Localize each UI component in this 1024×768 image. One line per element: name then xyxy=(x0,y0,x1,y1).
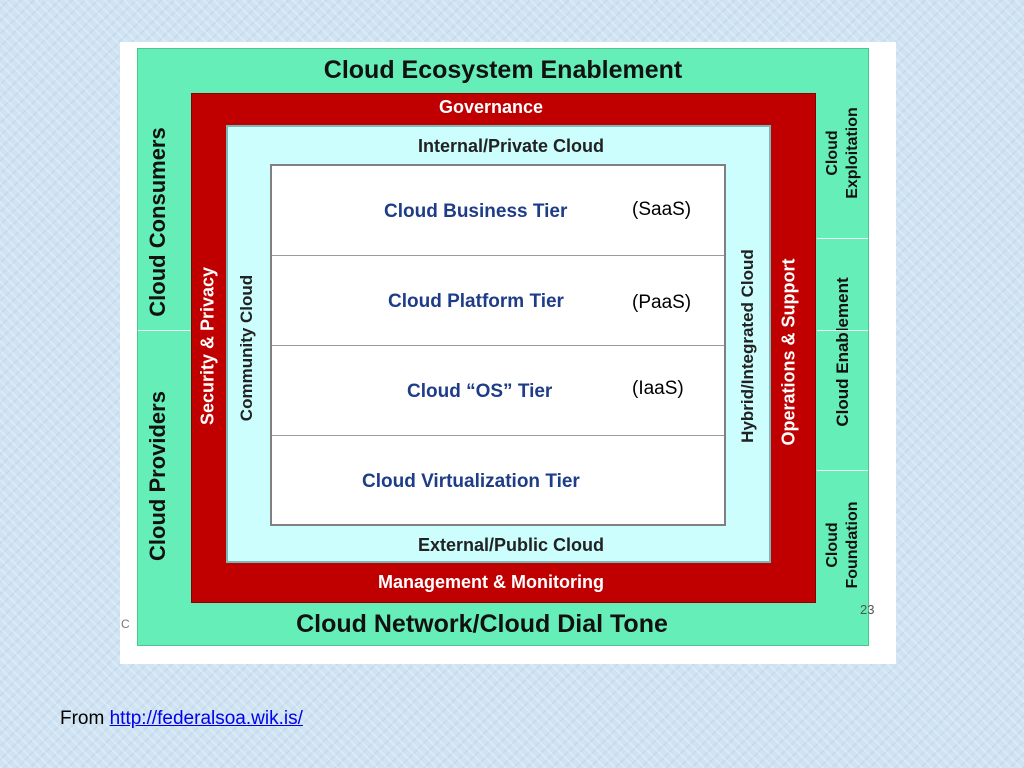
right-band-divider-bottom xyxy=(817,470,868,471)
tier-stack: Cloud Business Tier Cloud Platform Tier … xyxy=(270,164,726,526)
corner-fragment: C xyxy=(121,617,130,631)
exploitation-line-1: Cloud xyxy=(824,130,841,176)
tier-label: Cloud Virtualization Tier xyxy=(362,471,580,492)
tier-platform: Cloud Platform Tier xyxy=(272,256,724,346)
iaas-label: (IaaS) xyxy=(632,378,684,399)
tier-os: Cloud “OS” Tier xyxy=(272,346,724,436)
cloud-enablement-label: Cloud Enablement xyxy=(833,277,852,427)
security-privacy-label: Security & Privacy xyxy=(197,266,218,426)
saas-label: (SaaS) xyxy=(632,199,692,220)
hybrid-integrated-cloud-label: Hybrid/Integrated Cloud xyxy=(738,249,757,443)
left-band-divider xyxy=(138,330,190,331)
management-label: Management & Monitoring xyxy=(378,572,604,592)
right-band-divider-mid xyxy=(817,330,868,331)
governance-label: Governance xyxy=(438,97,544,117)
foundation-line-1: Cloud xyxy=(824,522,841,568)
tier-label: Cloud Platform Tier xyxy=(388,291,564,312)
source-link[interactable]: http://federalsoa.wik.is/ xyxy=(109,708,303,729)
ecosystem-title: Cloud Ecosystem Enablement xyxy=(323,56,683,84)
paas-label: (PaaS) xyxy=(632,292,692,313)
cloud-exploitation-label: Cloud Exploitation xyxy=(823,107,863,199)
cloud-consumers-label: Cloud Consumers xyxy=(145,127,170,317)
exploitation-line-2: Exploitation xyxy=(844,107,861,199)
internal-private-cloud-label: Internal/Private Cloud xyxy=(417,136,605,156)
operations-support-label: Operations & Support xyxy=(778,258,799,446)
community-cloud-label: Community Cloud xyxy=(237,274,256,422)
tier-business: Cloud Business Tier xyxy=(272,166,724,256)
source-attribution: From http://federalsoa.wik.is/ xyxy=(60,708,303,730)
foundation-line-2: Foundation xyxy=(844,501,861,589)
external-public-cloud-label: External/Public Cloud xyxy=(417,535,605,555)
cloud-foundation-label: Cloud Foundation xyxy=(823,501,863,588)
page-number: 23 xyxy=(860,602,875,617)
tier-label: Cloud “OS” Tier xyxy=(407,381,553,402)
network-title: Cloud Network/Cloud Dial Tone xyxy=(296,610,668,638)
source-prefix: From xyxy=(60,708,105,729)
tier-virtualization: Cloud Virtualization Tier xyxy=(272,436,724,526)
tier-label: Cloud Business Tier xyxy=(384,201,568,222)
right-band-divider-top xyxy=(817,238,868,239)
cloud-providers-label: Cloud Providers xyxy=(145,391,170,561)
